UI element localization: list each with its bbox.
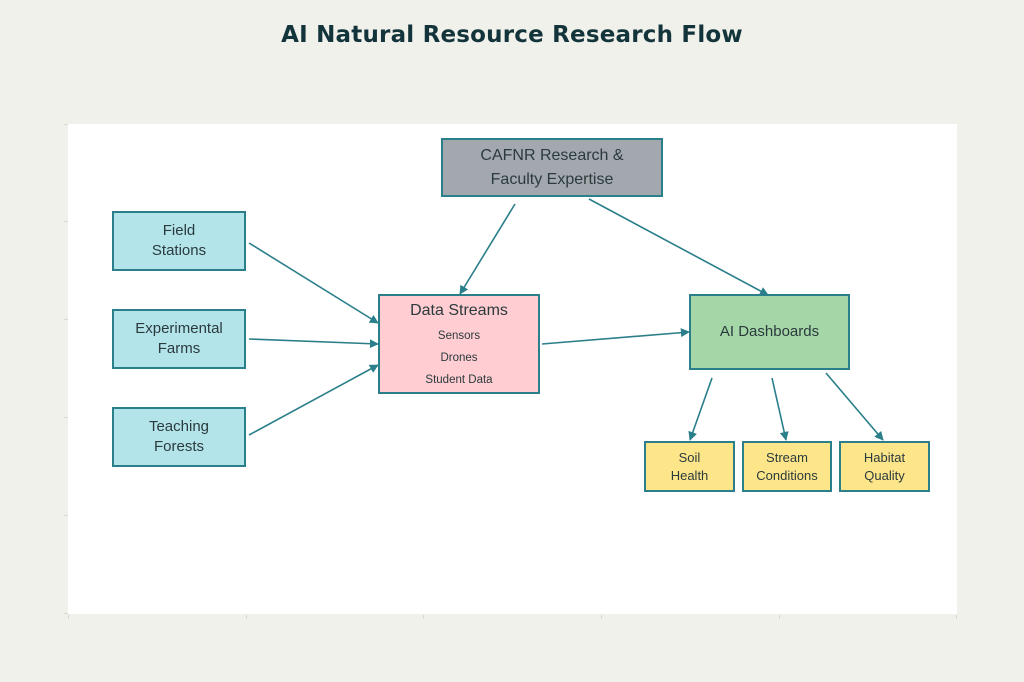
- edge-experimental-farms-to-data-streams: [248, 338, 379, 349]
- node-label: Stream Conditions: [756, 449, 818, 483]
- node-soil-health[interactable]: Soil Health: [644, 441, 735, 492]
- axis-tick: [64, 124, 68, 125]
- edge-ai-dashboards-to-habitat-quality: [825, 372, 884, 441]
- axis-tick: [64, 613, 68, 614]
- data-stream-item-student-data: Student Data: [425, 374, 493, 386]
- data-stream-item-drones: Drones: [440, 352, 478, 364]
- edge-expertise-to-data-streams: [459, 203, 516, 295]
- edge-ai-dashboards-to-soil-health: [688, 377, 713, 441]
- node-stream-conditions[interactable]: Stream Conditions: [742, 441, 832, 492]
- node-label: AI Dashboards: [719, 323, 820, 340]
- node-data-streams[interactable]: Data Streams Sensors Drones Student Data: [378, 294, 540, 394]
- node-label: Habitat Quality: [863, 449, 906, 483]
- node-label: Data Streams: [410, 302, 508, 319]
- axis-tick: [64, 221, 68, 222]
- axis-tick: [601, 615, 602, 619]
- axis-tick: [68, 615, 69, 619]
- axis-tick: [956, 615, 957, 619]
- axis-tick: [64, 417, 68, 418]
- diagram-title: AI Natural Resource Research Flow: [281, 22, 743, 48]
- node-habitat-quality[interactable]: Habitat Quality: [839, 441, 930, 492]
- node-ai-dashboards[interactable]: AI Dashboards: [689, 294, 850, 370]
- node-field-stations[interactable]: Field Stations: [112, 211, 246, 271]
- node-cafnr-expertise[interactable]: CAFNR Research & Faculty Expertise: [441, 138, 663, 197]
- axis-tick: [64, 319, 68, 320]
- axis-tick: [64, 515, 68, 516]
- edge-data-streams-to-ai-dashboards: [541, 328, 690, 345]
- node-teaching-forests[interactable]: Teaching Forests: [112, 407, 246, 467]
- edge-field-stations-to-data-streams: [248, 242, 379, 324]
- axis-tick: [246, 615, 247, 619]
- edge-expertise-to-ai-dashboards: [588, 198, 769, 296]
- node-label: Soil Health: [670, 449, 709, 483]
- node-label: CAFNR Research & Faculty Expertise: [480, 146, 624, 188]
- node-label: Field Stations: [151, 222, 207, 259]
- edge-ai-dashboards-to-stream-conditions: [771, 377, 789, 441]
- node-label: Teaching Forests: [148, 418, 210, 455]
- edge-teaching-forests-to-data-streams: [248, 364, 379, 436]
- node-experimental-farms[interactable]: Experimental Farms: [112, 309, 246, 369]
- data-stream-item-sensors: Sensors: [437, 330, 481, 342]
- axis-tick: [423, 615, 424, 619]
- node-label: Experimental Farms: [135, 320, 223, 357]
- axis-tick: [779, 615, 780, 619]
